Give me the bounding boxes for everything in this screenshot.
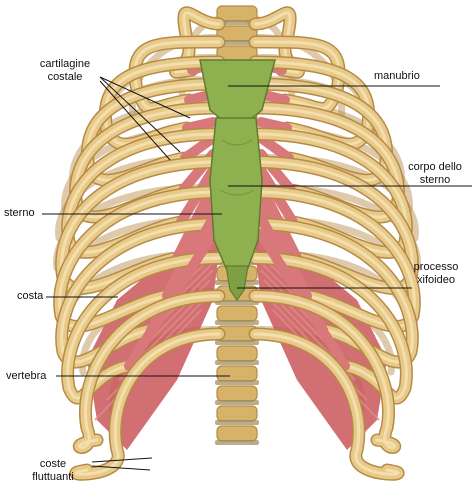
label-sterno: sterno <box>4 207 35 219</box>
label-cartilagine-costale-line2: costale <box>47 71 83 83</box>
vertebra-21 <box>216 405 258 422</box>
intervertebral-disc-22 <box>215 440 259 445</box>
vertebra-18 <box>216 345 258 362</box>
costal-cartilage-4-right <box>256 133 294 163</box>
rib-11-right-highlight <box>253 294 397 449</box>
costal-cartilage-3-left <box>182 117 218 133</box>
leader-cartilagine-2 <box>99 76 181 153</box>
ribs-front-group <box>53 6 421 481</box>
leader-cartilagine-3 <box>99 80 171 161</box>
intervertebral-disc-15 <box>215 300 259 305</box>
label-processo-xifoideo-line2: xifoideo <box>417 274 455 286</box>
sternum-body <box>209 117 263 269</box>
intervertebral-disc-17 <box>215 340 259 345</box>
rib-8-left-highlight <box>58 190 221 328</box>
leader-lines-group <box>42 76 472 471</box>
intervertebral-disc-1 <box>215 20 259 25</box>
rib-8-right-highlight <box>253 190 416 328</box>
rib-11-left-highlight <box>77 294 221 449</box>
label-vertebra: vertebra <box>6 370 47 382</box>
label-coste-fluttuanti: coste fluttuanti <box>22 458 84 484</box>
leader-coste-fluttuanti-2 <box>91 465 151 471</box>
intervertebral-disc-20 <box>215 400 259 405</box>
label-processo-xifoideo-line1: processo <box>413 261 459 273</box>
leader-cartilagine-1 <box>99 76 191 119</box>
rib-12-left-highlight <box>74 332 221 476</box>
vertebra-1 <box>216 5 258 22</box>
intervertebral-disc-21 <box>215 420 259 425</box>
label-coste-fluttuanti-line2: fluttuanti <box>32 471 74 483</box>
costal-cartilage-3-right <box>256 117 292 133</box>
intervertebral-disc-18 <box>215 360 259 365</box>
label-coste-fluttuanti-line1: coste <box>39 458 67 470</box>
intervertebral-disc-2 <box>215 40 259 45</box>
sternum-group <box>199 59 276 302</box>
label-processo-xifoideo: processo xifoideo <box>404 261 468 287</box>
label-cartilagine-costale: cartilagine costale <box>30 58 100 84</box>
label-corpo-dello-sterno: corpo dello sterno <box>402 161 468 187</box>
leader-coste-fluttuanti-1 <box>91 457 153 463</box>
sternum-texture-1 <box>221 139 253 146</box>
intervertebral-disc-19 <box>215 380 259 385</box>
rib-12-right-highlight <box>253 332 400 476</box>
label-manubrio: manubrio <box>374 70 420 82</box>
label-corpo-dello-sterno-line2: sterno <box>419 174 451 186</box>
vertebra-20 <box>216 385 258 402</box>
label-costa: costa <box>17 290 44 302</box>
vertebra-22 <box>216 425 258 442</box>
vertebra-16 <box>216 305 258 322</box>
intervertebral-disc-16 <box>215 320 259 325</box>
label-cartilagine-costale-line1: cartilagine <box>39 58 91 70</box>
costal-cartilage-4-left <box>180 133 218 163</box>
sternum-texture-2 <box>219 189 255 196</box>
xiphoid-process <box>225 265 249 302</box>
label-corpo-dello-sterno-line1: corpo dello <box>408 161 462 173</box>
vertebra-19 <box>216 365 258 382</box>
